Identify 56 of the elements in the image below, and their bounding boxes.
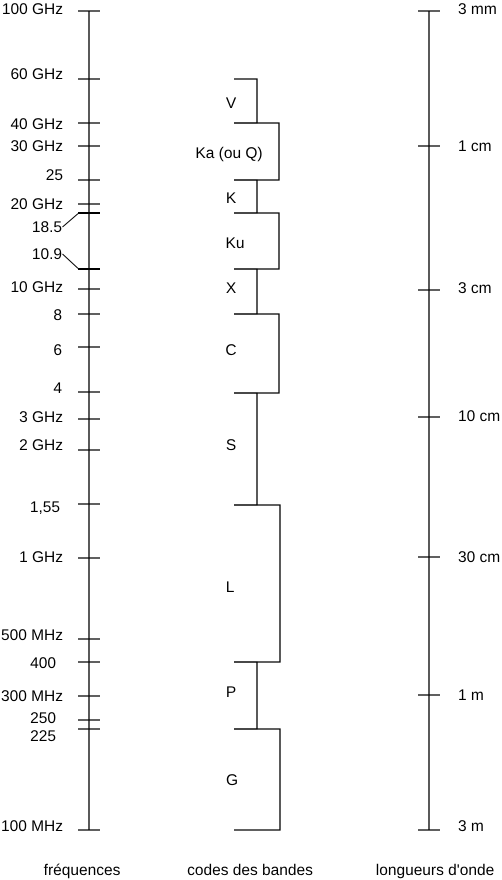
tick-label: 2 GHz: [19, 436, 63, 454]
tick-label: 1,55: [30, 498, 60, 516]
frequency-band: [224, 313, 280, 394]
tick-label: 1 GHz: [19, 548, 63, 566]
tick-label: 10 cm: [458, 408, 500, 424]
frequency-band: [224, 212, 280, 270]
band-code: Ka (ou Q): [195, 144, 263, 162]
axis-title: longueurs d'onde: [376, 862, 494, 878]
frequency-band: [224, 504, 281, 663]
band-code: P: [226, 684, 236, 700]
axis-title: codes des bandes: [187, 862, 313, 878]
band-code: Ku: [226, 234, 244, 252]
tick-label: 6: [53, 342, 62, 358]
tick-label: 3 GHz: [19, 408, 63, 426]
tick-label: 30 cm: [458, 548, 500, 566]
tick-label: 20 GHz: [10, 196, 63, 212]
tick-label: 10.9: [32, 246, 62, 262]
tick-label: 10 GHz: [10, 278, 63, 296]
tick-label: 225: [30, 728, 56, 744]
frequency-band: [224, 392, 258, 506]
axis-title: fréquences: [44, 862, 120, 878]
tick-label: 400: [30, 654, 56, 672]
tick-label: 1 cm: [458, 138, 492, 154]
frequency-band: [224, 728, 281, 831]
frequency-band: [224, 179, 258, 214]
tick-label: 4: [53, 380, 62, 396]
band-code: S: [226, 436, 236, 454]
band-code: G: [226, 772, 238, 788]
tick-label: 18.5: [32, 218, 62, 236]
tick-label: 25: [46, 166, 63, 184]
tick-label: 100 MHz: [0, 818, 63, 834]
tick-mark: [78, 212, 100, 214]
tick-label: 60 GHz: [10, 66, 63, 82]
leader-line: [62, 254, 78, 269]
tick-label: 100 GHz: [2, 0, 63, 18]
tick-label: 250: [30, 710, 56, 726]
tick-label: 300 MHz: [0, 688, 63, 704]
leader-line: [62, 213, 78, 228]
band-code: C: [225, 342, 237, 358]
tick-label: 8: [53, 306, 62, 324]
tick-label: 3 m: [458, 818, 484, 834]
tick-label: 3 cm: [458, 280, 492, 296]
frequency-band: [224, 661, 258, 730]
tick-label: 500 MHz: [0, 626, 63, 644]
band-code: K: [226, 190, 236, 206]
frequency-band: [194, 122, 280, 181]
tick-label: 3 mm: [458, 0, 497, 18]
tick-label: 40 GHz: [10, 116, 63, 132]
frequency-band: [224, 78, 258, 124]
frequency-band: [224, 268, 258, 315]
band-code: L: [226, 578, 234, 596]
tick-mark: [78, 268, 100, 270]
tick-label: 1 m: [458, 686, 484, 704]
band-code: V: [226, 94, 236, 112]
tick-label: 30 GHz: [10, 138, 63, 154]
band-code: X: [226, 280, 236, 296]
